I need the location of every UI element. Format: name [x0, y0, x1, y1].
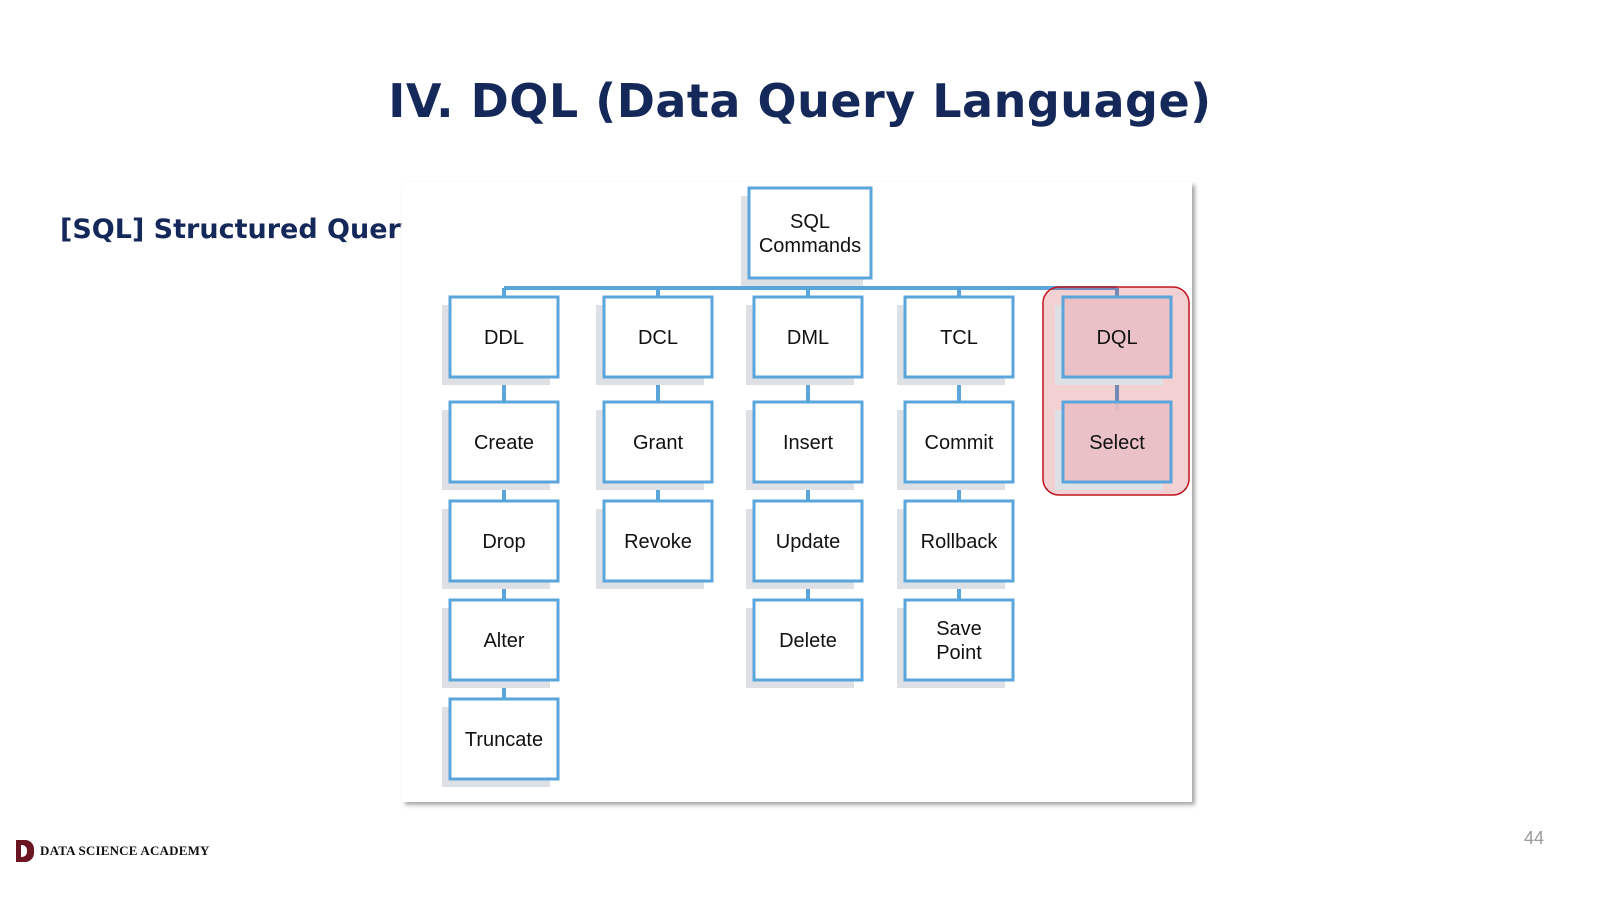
node-truncate-label: Truncate [465, 729, 543, 751]
node-dql: DQL [1055, 295, 1173, 385]
node-dcl: DCL [596, 295, 714, 385]
node-create-label: Create [474, 432, 534, 454]
node-select-box [1061, 400, 1173, 484]
node-select-label: Select [1089, 432, 1145, 454]
node-revoke: Revoke [596, 499, 714, 589]
node-rollback-label: Rollback [921, 531, 999, 553]
node-insert-box [752, 400, 864, 484]
node-dcl-box [602, 295, 714, 379]
node-grant-label: Grant [633, 432, 683, 454]
node-create: Create [442, 400, 560, 490]
node-select: Select [1055, 400, 1173, 490]
node-sql-commands-label: Commands [759, 235, 861, 257]
footer-logo: DATA SCIENCE ACADEMY [16, 840, 210, 862]
node-alter-label: Alter [483, 630, 524, 652]
node-tcl-box [903, 295, 1015, 379]
node-sql-commands-label: SQL [790, 211, 830, 233]
node-ddl: DDL [442, 295, 560, 385]
node-grant: Grant [596, 400, 714, 490]
node-drop-box [448, 499, 560, 583]
footer-logo-text: DATA SCIENCE ACADEMY [40, 843, 210, 858]
node-alter: Alter [442, 598, 560, 688]
node-tcl-label: TCL [940, 327, 978, 349]
node-sql-commands-box [747, 186, 873, 280]
node-dml: DML [746, 295, 864, 385]
node-grant-box [602, 400, 714, 484]
node-tcl: TCL [897, 295, 1015, 385]
node-update: Update [746, 499, 864, 589]
node-delete: Delete [746, 598, 864, 688]
slide-title: IV. DQL (Data Query Language) [388, 74, 1212, 128]
node-commit: Commit [897, 400, 1015, 490]
node-update-box [752, 499, 864, 583]
node-dql-box [1061, 295, 1173, 379]
node-commit-label: Commit [925, 432, 994, 454]
node-save-point-label: Save [936, 618, 982, 640]
node-ddl-box [448, 295, 560, 379]
node-rollback: Rollback [897, 499, 1015, 589]
node-insert: Insert [746, 400, 864, 490]
node-save-point-box [903, 598, 1015, 682]
node-rollback-box [903, 499, 1015, 583]
node-commit-box [903, 400, 1015, 484]
node-dml-label: DML [787, 327, 829, 349]
node-delete-box [752, 598, 864, 682]
node-update-label: Update [776, 531, 841, 553]
node-delete-label: Delete [779, 630, 837, 652]
node-drop-label: Drop [482, 531, 525, 553]
page-number: 44 [1523, 828, 1544, 848]
node-revoke-box [602, 499, 714, 583]
node-save-point-label: Point [936, 642, 982, 664]
node-revoke-label: Revoke [624, 531, 692, 553]
node-create-box [448, 400, 560, 484]
node-dml-box [752, 295, 864, 379]
academy-logo-icon [16, 840, 34, 862]
node-insert-label: Insert [783, 432, 833, 454]
node-truncate: Truncate [442, 697, 560, 787]
node-truncate-box [448, 697, 560, 781]
node-dcl-label: DCL [638, 327, 678, 349]
node-drop: Drop [442, 499, 560, 589]
node-ddl-label: DDL [484, 327, 524, 349]
node-dql-label: DQL [1096, 327, 1137, 349]
node-alter-box [448, 598, 560, 682]
